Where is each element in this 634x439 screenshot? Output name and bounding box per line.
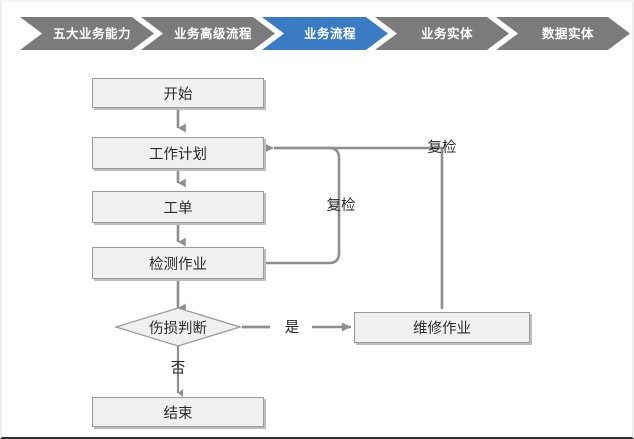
node-work-order[interactable]: 工单 — [92, 191, 264, 223]
breadcrumb-shapes — [20, 17, 630, 50]
breadcrumb-label-4[interactable]: 数据实体 — [541, 26, 594, 41]
breadcrumb-label-2[interactable]: 业务流程 — [303, 26, 356, 41]
edge-label-yes: 是 — [284, 320, 300, 336]
node-repair[interactable]: 维修作业 — [354, 312, 530, 343]
node-inspection[interactable]: 检测作业 — [92, 247, 264, 279]
breadcrumb-chevron-4[interactable] — [496, 17, 630, 50]
breadcrumb-label-1[interactable]: 业务高级流程 — [173, 26, 252, 41]
breadcrumb-label-3[interactable]: 业务实体 — [420, 26, 473, 41]
edge-label-recheck-repair: 复检 — [427, 140, 457, 156]
edge-recheck-from-repair — [274, 146, 444, 309]
edge-label-recheck-inspection: 复检 — [326, 198, 356, 214]
breadcrumb-chevron-0[interactable] — [20, 17, 154, 50]
node-decision-label[interactable]: 伤损判断 — [149, 321, 207, 337]
node-start[interactable]: 开始 — [92, 78, 264, 108]
edge-label-no: 否 — [170, 361, 186, 377]
breadcrumb-chevron-2[interactable] — [262, 17, 388, 50]
breadcrumb-chevron-3[interactable] — [375, 17, 509, 50]
node-work-plan[interactable]: 工作计划 — [92, 137, 264, 169]
breadcrumb-label-0[interactable]: 五大业务能力 — [52, 26, 131, 41]
breadcrumb: 五大业务能力 业务高级流程 业务流程 业务实体 数据实体 — [2, 17, 632, 50]
node-end[interactable]: 结束 — [92, 397, 264, 427]
breadcrumb-chevron-1[interactable] — [141, 17, 275, 50]
